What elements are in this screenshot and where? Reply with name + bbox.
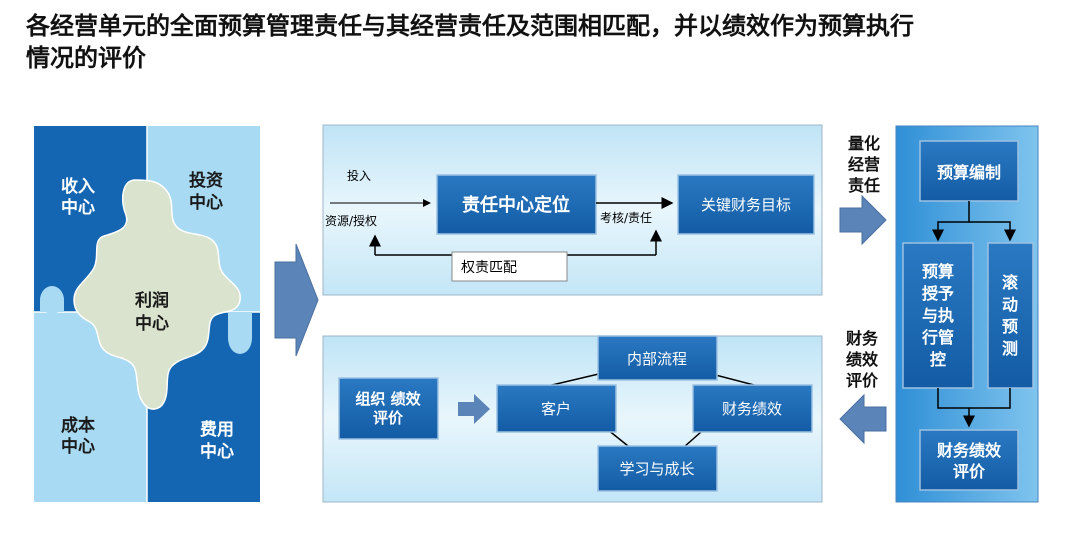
learning-text: 学习与成长 bbox=[619, 460, 694, 478]
puzzle-profit-piece bbox=[73, 179, 241, 410]
org-text-2: 评价 bbox=[373, 409, 404, 427]
budget-prep-box bbox=[919, 140, 1019, 202]
customer-text: 客户 bbox=[541, 400, 571, 418]
connector-control-eval bbox=[937, 388, 975, 428]
puzzle-block bbox=[34, 126, 260, 502]
quantify-label-2: 经营 bbox=[848, 155, 880, 174]
org-eval-box bbox=[338, 377, 439, 440]
positioning-text: 责任中心定位 bbox=[462, 194, 570, 216]
income-label-2: 中心 bbox=[61, 197, 95, 218]
title-line-2: 情况的评价 bbox=[26, 44, 146, 72]
kpi-box bbox=[677, 174, 815, 235]
match-box bbox=[451, 251, 568, 282]
match-text: 权责匹配 bbox=[461, 260, 517, 276]
kpi-text: 关键财务目标 bbox=[701, 196, 791, 214]
expense-label-1: 费用 bbox=[200, 419, 234, 440]
investment-label-1: 投资 bbox=[189, 170, 223, 191]
learning-box bbox=[597, 445, 718, 492]
input-label: 投入 bbox=[347, 168, 371, 183]
financial-box bbox=[692, 384, 813, 433]
income-label-1: 收入 bbox=[61, 176, 95, 197]
budget-control-box bbox=[902, 242, 974, 389]
resource-label: 资源/授权 bbox=[325, 213, 377, 228]
rolling-forecast-box bbox=[987, 242, 1034, 389]
cost-label-1: 成本 bbox=[61, 415, 95, 436]
process-text: 内部流程 bbox=[627, 350, 687, 368]
process-box bbox=[597, 335, 718, 381]
perf-eval-text-1: 财务绩效 bbox=[936, 441, 1001, 460]
perf-eval-text-2: 评价 bbox=[953, 462, 986, 481]
quantify-label-3: 责任 bbox=[848, 176, 880, 195]
investment-label-2: 中心 bbox=[189, 192, 223, 213]
rolling-text-4: 测 bbox=[1002, 339, 1018, 358]
expense-label-2: 中心 bbox=[200, 441, 234, 462]
org-to-customer-arrow bbox=[458, 394, 490, 424]
budget-control-text-2: 授予 bbox=[922, 284, 954, 303]
perf-eval-box bbox=[919, 429, 1019, 491]
title-line-1: 各经营单元的全面预算管理责任与其经营责任及范围相匹配，并以绩效作为预算执行 bbox=[26, 12, 914, 40]
connector-rolling-eval bbox=[969, 388, 1011, 409]
quantify-arrow bbox=[839, 194, 887, 246]
evaluate-label-2: 绩效 bbox=[846, 350, 878, 369]
rolling-text-3: 预 bbox=[1002, 317, 1018, 336]
evaluate-label-1: 财务 bbox=[845, 329, 879, 348]
evaluate-arrow bbox=[839, 393, 887, 445]
org-text-1: 组织 绩效 bbox=[355, 390, 421, 408]
connector-prep-rolling bbox=[969, 221, 1016, 242]
budget-control-text-3: 与执 bbox=[922, 306, 954, 325]
budget-control-text-1: 预算 bbox=[922, 262, 954, 281]
cost-label-2: 中心 bbox=[61, 436, 95, 457]
budget-control-text-5: 控 bbox=[930, 350, 946, 369]
budget-prep-text: 预算编制 bbox=[937, 163, 1001, 182]
profit-label-2: 中心 bbox=[135, 313, 169, 334]
evaluate-label-3: 评价 bbox=[846, 371, 879, 390]
quantify-label-1: 量化 bbox=[848, 134, 880, 153]
rolling-text-2: 动 bbox=[1002, 295, 1018, 314]
customer-box bbox=[496, 384, 617, 433]
rolling-text-1: 滚 bbox=[1002, 273, 1019, 292]
positioning-box bbox=[436, 174, 597, 235]
puzzle-to-panels-arrow bbox=[274, 243, 319, 357]
profit-label-1: 利润 bbox=[135, 290, 169, 311]
connector-prep-control bbox=[932, 201, 970, 242]
budget-control-text-4: 行管 bbox=[921, 328, 954, 347]
financial-text: 财务绩效 bbox=[722, 400, 782, 418]
assess-label: 考核/责任 bbox=[600, 211, 652, 225]
page-title: 各经营单元的全面预算管理责任与其经营责任及范围相匹配，并以绩效作为预算执行 情况… bbox=[26, 10, 1066, 74]
